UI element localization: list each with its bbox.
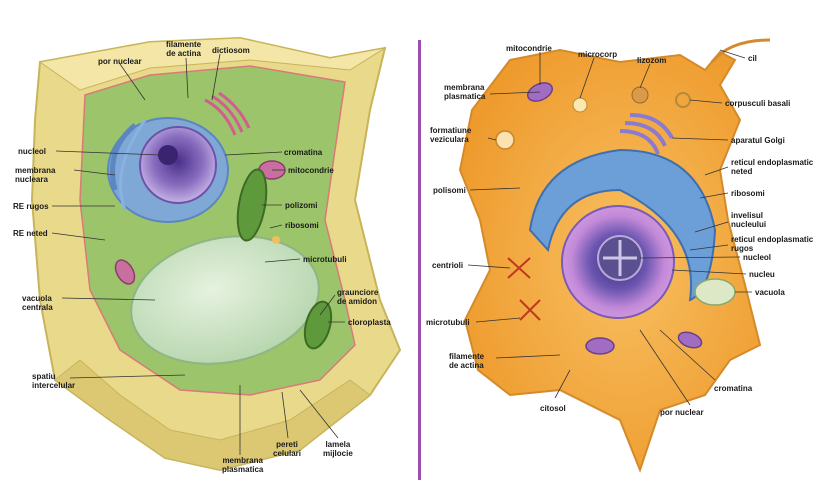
label-lizozom: lizozom [637,56,667,65]
label-membrana-plasmatica-plant: membrana plasmatica [222,456,264,474]
animal-nucleolus-inner [603,240,637,276]
label-pereti-celulari: pereti celulari [273,440,302,458]
label-invelisul-nucleului: invelisul nucleului [731,211,767,229]
plant-wall-top-face [38,37,386,91]
label-reticul-rugos: reticul endoplasmatic rugos [731,235,814,253]
label-cloroplasta: cloroplasta [348,318,391,327]
plant-mitochondrion-2 [114,259,136,285]
label-spatiu-intercelular: spatiu intercelular [32,372,76,390]
label-formatiune-veziculara: formatiune veziculara [430,126,472,144]
label-ribosomi-animal: ribosomi [731,189,765,198]
animal-vacuole [694,278,736,306]
label-vacuola-centrala: vacuola centrala [22,294,53,312]
centrioles [507,257,541,321]
label-re-rugos: RE rugos [13,202,49,211]
central-vacuole [130,235,320,365]
label-filamente-actina-plant: filamente de actina [166,40,202,58]
label-dictiosom: dictiosom [212,46,250,55]
animal-rough-er [528,148,717,302]
label-por-nuclear-plant: por nuclear [98,57,142,66]
label-aparatul-golgi: aparatul Golgi [731,136,785,145]
label-centrioli: centrioli [432,261,464,270]
label-cromatina-animal: cromatina [714,384,753,393]
label-microtubuli-animal: microtubuli [426,318,470,327]
label-polisomi: polisomi [433,186,466,195]
animal-mitochondrion-2 [585,337,615,355]
label-por-nuclear-animal: por nuclear [660,408,704,417]
animal-golgi [619,113,674,155]
label-microtubuli-plant: microtubuli [303,255,347,264]
label-nucleol-plant: nucleol [18,147,47,156]
label-re-neted: RE neted [13,229,48,238]
label-graunciore-amidon: graunciore de amidon [337,288,379,306]
label-ribosomi-plant: ribosomi [285,221,319,230]
plant-chloroplast [236,168,268,242]
label-polizomi: polizomi [285,201,318,210]
plant-rough-er-2 [119,119,147,211]
label-membrana-nucleara: membrana nucleara [15,166,56,184]
cilium [710,38,771,63]
animal-cell [458,38,771,473]
starch-grain [272,236,280,244]
label-nucleu: nucleu [749,270,775,279]
divider-line [418,40,421,480]
plant-nucleus [139,126,217,204]
label-membrana-plasmatica-animal: membrana plasmatica [444,83,486,101]
label-microcorp: microcorp [578,50,618,59]
label-citosol: citosol [540,404,566,413]
label-cromatina-plant: cromatina [284,148,323,157]
animal-label-lines [467,49,752,406]
lysosome [631,86,649,104]
plant-chloroplast-2 [303,300,333,350]
plant-wall-front-face [54,359,371,471]
vesicle-formation [495,130,515,150]
label-filamente-actina-animal: filamente de actina [449,352,485,370]
label-vacuola: vacuola [755,288,785,297]
label-reticul-neted: reticul endoplasmatic neted [731,158,814,176]
plant-label-lines [51,53,345,455]
animal-mitochondrion-3 [677,331,703,349]
label-mitocondrie-animal: mitocondrie [506,44,552,53]
plant-cell [30,36,402,472]
microcorp [572,97,588,113]
plant-nucleolus [158,145,178,165]
label-lamela-mijlocie: lamela mijlocie [323,440,353,458]
label-cil: cil [748,54,757,63]
label-nucleol-animal: nucleol [743,253,772,262]
plant-rough-er [110,123,137,191]
plant-dictiosome [204,91,251,136]
label-corpusculi-basali: corpusculi basali [725,99,791,108]
label-mitocondrie-plant: mitocondrie [288,166,334,175]
